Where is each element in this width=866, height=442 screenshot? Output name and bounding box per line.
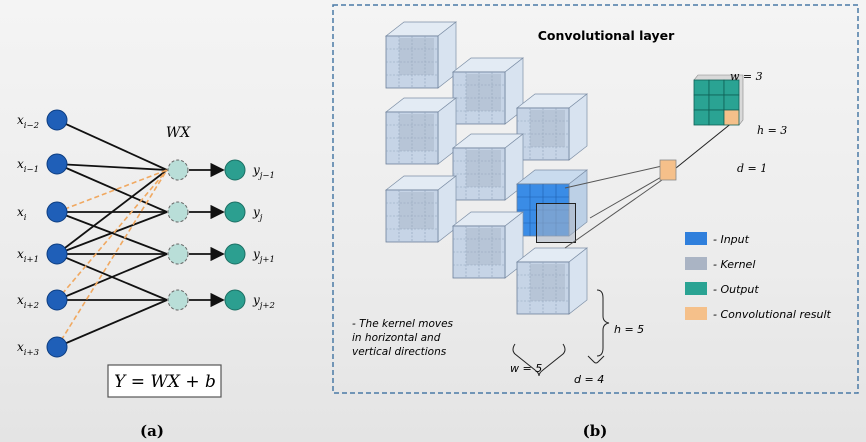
output-cell xyxy=(708,94,725,111)
dashed-edge-line xyxy=(56,169,168,213)
input-label: xi−2 xyxy=(17,113,39,131)
output-node xyxy=(224,289,246,311)
edge-line xyxy=(56,163,168,213)
kernel-overlay xyxy=(466,150,501,187)
input-label: xi+3 xyxy=(17,340,39,358)
dashed-edge-line xyxy=(56,169,168,301)
hidden-node xyxy=(167,159,189,181)
input-block-highlighted xyxy=(515,169,589,243)
legend-swatch xyxy=(685,232,707,245)
caption-b: (b) xyxy=(583,422,608,440)
dashed-edges xyxy=(56,169,168,348)
kernel-overlay xyxy=(399,114,434,151)
input-node xyxy=(46,109,68,131)
output-feature-map xyxy=(693,74,744,126)
edge-line xyxy=(56,299,168,348)
hidden-layer-label: WX xyxy=(166,125,191,141)
kernel-width-label: w = 3 xyxy=(730,70,763,83)
edge-line xyxy=(56,253,168,301)
input-block xyxy=(515,93,589,161)
output-label: yj xyxy=(252,205,263,223)
output-result-cell xyxy=(723,109,740,126)
projection-lines xyxy=(564,117,739,249)
input-node xyxy=(46,336,68,358)
input-block xyxy=(384,97,458,165)
legend-swatch xyxy=(685,307,707,320)
edge-line xyxy=(56,119,168,171)
panel-b-title: Convolutional layer xyxy=(538,28,675,43)
legend-label: - Kernel xyxy=(713,258,755,271)
output-cell xyxy=(693,109,710,126)
output-node xyxy=(224,201,246,223)
legend-swatch xyxy=(685,282,707,295)
legend-label: - Input xyxy=(713,233,750,246)
panel-b-border xyxy=(332,4,859,394)
input-label: xi+2 xyxy=(17,293,39,311)
input-block xyxy=(384,175,458,243)
output-label: yj+2 xyxy=(252,293,275,311)
output-cell xyxy=(723,94,740,111)
input-node xyxy=(46,289,68,311)
output-label: yj−1 xyxy=(252,163,275,181)
input-blocks-grid xyxy=(384,21,589,315)
input-block xyxy=(384,21,458,89)
dimension-braces xyxy=(512,289,610,377)
node-labels: xi−2 xi−1 xi xi+1 xi+2 xi+3 yj−1 yj yj+1 yj+2 xyxy=(17,113,275,358)
edge-line xyxy=(56,169,168,255)
note-text: - The kernel moves in horizontal and ver… xyxy=(352,318,456,358)
output-cell xyxy=(708,109,725,126)
legend-label: - Output xyxy=(713,283,759,296)
caption-a: (a) xyxy=(140,422,164,440)
kernel-overlay xyxy=(466,74,501,111)
height-label: h = 5 xyxy=(614,323,644,336)
convolutional-result-cell xyxy=(659,159,677,181)
output-cell xyxy=(693,79,710,96)
input-label: xi−1 xyxy=(17,157,39,175)
equation-box xyxy=(107,364,222,398)
output-node xyxy=(224,159,246,181)
kernel-overlay xyxy=(466,228,501,265)
output-label: yj+1 xyxy=(252,247,275,265)
input-block xyxy=(451,133,525,201)
output-cell xyxy=(693,94,710,111)
input-label: xi xyxy=(17,205,27,223)
kernel-depth-label: d = 1 xyxy=(737,162,767,175)
kernel-overlay xyxy=(399,38,434,75)
note-line-3: vertical directions xyxy=(352,346,447,358)
network-nodes xyxy=(46,109,246,358)
edge-line xyxy=(56,163,168,171)
equation-text: Y = WX + b xyxy=(114,372,216,392)
kernel-height-label: h = 3 xyxy=(757,124,787,137)
edge-line xyxy=(56,211,168,255)
input-block xyxy=(515,247,589,315)
kernel-overlay xyxy=(530,110,565,147)
input-block xyxy=(451,211,525,279)
depth-label: d = 4 xyxy=(574,373,604,386)
input-node xyxy=(46,201,68,223)
note-line-2: in horizontal and xyxy=(352,332,441,344)
kernel-window xyxy=(536,203,576,243)
input-node xyxy=(46,243,68,265)
kernel-overlay xyxy=(530,264,565,301)
output-cell xyxy=(708,79,725,96)
legend: - Input - Kernel - Output - Convolutional r… xyxy=(685,232,832,321)
output-arrows xyxy=(189,162,225,308)
hidden-node xyxy=(167,243,189,265)
network-edges xyxy=(56,119,168,348)
input-block xyxy=(451,57,525,125)
hidden-node xyxy=(167,201,189,223)
kernel-overlay xyxy=(399,192,434,229)
input-label: xi+1 xyxy=(17,247,39,265)
hidden-node xyxy=(167,289,189,311)
output-node xyxy=(224,243,246,265)
dashed-edge-line xyxy=(56,169,168,348)
input-node xyxy=(46,153,68,175)
legend-swatch xyxy=(685,257,707,270)
legend-label: - Convolutional result xyxy=(713,308,832,321)
note-line-1: - The kernel moves xyxy=(352,318,454,330)
width-label: w = 5 xyxy=(510,362,542,375)
